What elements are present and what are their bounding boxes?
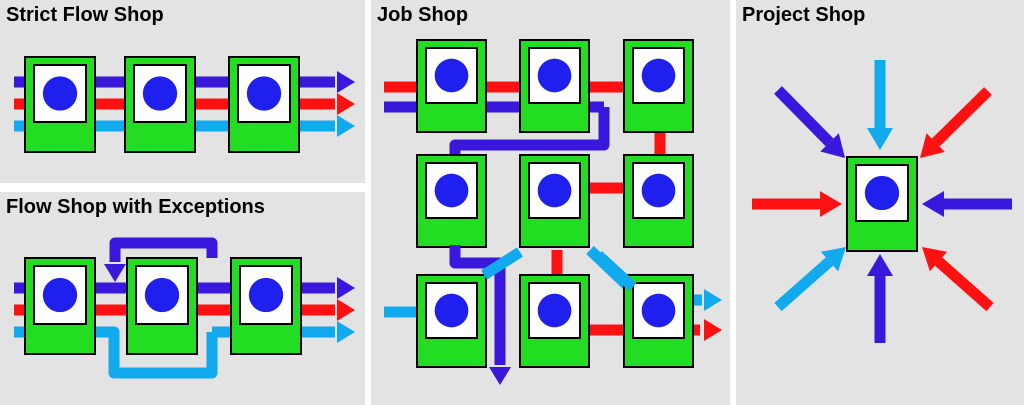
arrow-icon (337, 299, 355, 321)
machine-screen (855, 164, 909, 222)
machine-station-icon (126, 257, 198, 355)
machine-station-icon (416, 39, 487, 133)
machine-station-icon (846, 156, 918, 252)
machine-station-icon (24, 56, 96, 153)
machine-indicator (434, 58, 469, 93)
machine-indicator (246, 76, 282, 111)
machine-station-icon (519, 39, 590, 133)
arrow-shaft (931, 87, 992, 147)
machine-station-icon (416, 274, 487, 368)
machines (24, 39, 918, 368)
arrow-icon (337, 93, 355, 115)
arrow-icon (920, 133, 945, 158)
machine-indicator (248, 277, 284, 313)
route-path (105, 326, 218, 379)
arrow-icon (820, 133, 845, 158)
panel-title: Flow Shop with Exceptions (6, 196, 265, 218)
route-path (449, 245, 506, 365)
panel-title: Strict Flow Shop (6, 4, 164, 26)
machine-indicator (641, 58, 676, 93)
arrow-icon (704, 319, 722, 341)
machine-station-icon (623, 154, 694, 248)
routing-lines-foreground (104, 237, 637, 385)
arrow-icon (820, 191, 842, 217)
panel-title: Project Shop (742, 4, 866, 26)
arrow-shaft (774, 257, 834, 312)
machine-station-icon (228, 56, 300, 153)
machine-indicator (142, 76, 178, 111)
route-line (594, 250, 637, 292)
machine-station-icon (623, 39, 694, 133)
machine-station-icon (124, 56, 196, 153)
arrow-icon (489, 367, 511, 385)
panel-title: Job Shop (377, 4, 469, 26)
machine-indicator (144, 277, 180, 313)
machine-station-icon (519, 154, 590, 248)
route-line (481, 247, 523, 280)
arrow-icon (704, 289, 722, 311)
machine-indicator (537, 293, 572, 328)
machine-indicator (641, 293, 676, 328)
machine-indicator (641, 173, 676, 208)
arrow-shaft (934, 257, 994, 312)
machine-indicator (537, 173, 572, 208)
arrow-icon (337, 115, 355, 137)
machine-indicator (42, 277, 78, 313)
arrow-icon (337, 71, 355, 93)
arrow-shaft (774, 86, 834, 147)
machine-station-icon (230, 257, 302, 355)
machine-indicator (434, 293, 469, 328)
machine-indicator (434, 173, 469, 208)
arrow-icon (922, 247, 948, 272)
machine-indicator (42, 76, 78, 111)
arrow-icon (867, 128, 893, 150)
machine-station-icon (24, 257, 96, 355)
arrow-icon (922, 191, 944, 217)
machine-station-icon (519, 274, 590, 368)
machine-indicator (864, 175, 900, 211)
route-path (109, 237, 218, 262)
arrow-icon (337, 277, 355, 299)
arrow-icon (337, 321, 355, 343)
arrow-icon (104, 264, 126, 282)
machine-indicator (537, 58, 572, 93)
machine-screen (632, 162, 685, 219)
arrow-icon (820, 247, 846, 272)
machine-screen (237, 64, 291, 123)
machine-station-icon (416, 154, 487, 248)
arrow-icon (867, 254, 893, 276)
machine-station-icon (623, 274, 694, 368)
